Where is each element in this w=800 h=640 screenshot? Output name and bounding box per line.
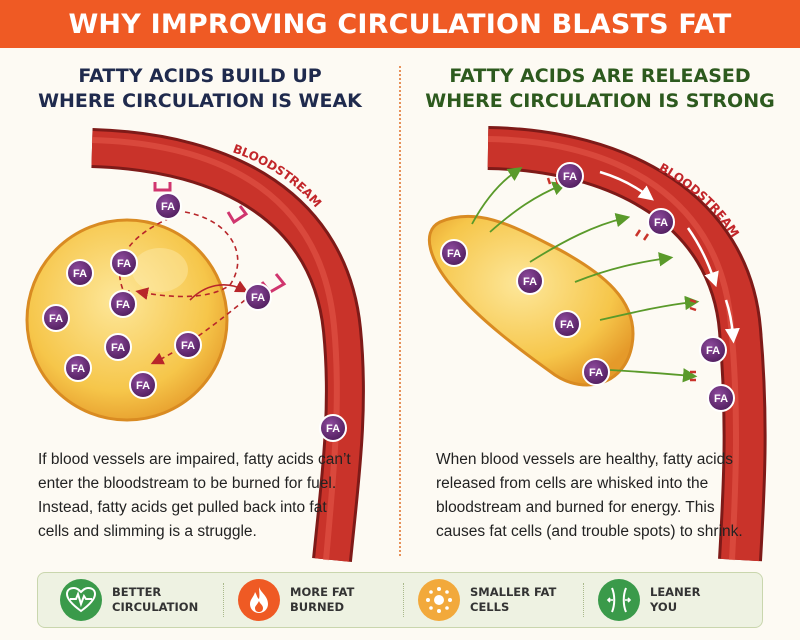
fa-molecule: FA xyxy=(699,336,727,364)
fa-molecule: FA xyxy=(516,267,544,295)
waist-icon xyxy=(598,579,640,621)
fa-molecule: FA xyxy=(109,290,137,318)
left-fa-molecules: FA FA FA FA FA FA FA FA FA FA FA xyxy=(42,192,347,442)
fa-label: FA xyxy=(589,367,603,379)
fa-label: FA xyxy=(117,258,131,270)
left-description: If blood vessels are impaired, fatty aci… xyxy=(38,451,351,540)
benefit-better-circulation: BETTER CIRCULATION xyxy=(60,579,198,621)
fa-molecule: FA xyxy=(110,249,138,277)
fa-label: FA xyxy=(136,380,150,392)
fa-label: FA xyxy=(71,363,85,375)
fa-molecule: FA xyxy=(707,384,735,412)
fa-label: FA xyxy=(326,423,340,435)
left-blood-vessel xyxy=(91,128,365,562)
fa-label: FA xyxy=(714,393,728,405)
benefit-label: SMALLER FAT CELLS xyxy=(470,585,557,614)
fa-label: FA xyxy=(523,276,537,288)
panel-divider xyxy=(399,66,401,556)
page-title: WHY IMPROVING CIRCULATION BLASTS FAT xyxy=(68,8,732,40)
fa-molecule: FA xyxy=(647,208,675,236)
fa-molecule: FA xyxy=(553,310,581,338)
left-solid-arrow xyxy=(189,280,249,301)
fa-label: FA xyxy=(181,340,195,352)
benefit-label: LEANER YOU xyxy=(650,585,701,614)
benefit-separator xyxy=(583,583,584,617)
fa-label: FA xyxy=(560,319,574,331)
benefit-smaller-fat-cells: SMALLER FAT CELLS xyxy=(418,579,556,621)
fa-label: FA xyxy=(563,171,577,183)
right-heading: FATTY ACIDS ARE RELEASED WHERE CIRCULATI… xyxy=(425,65,775,112)
right-description: When blood vessels are healthy, fatty ac… xyxy=(436,451,743,540)
right-release-arrows xyxy=(471,167,700,383)
heartbeat-icon xyxy=(60,579,102,621)
right-fa-molecules: FA FA FA FA FA FA FA FA xyxy=(440,162,735,412)
fa-label: FA xyxy=(654,217,668,229)
fa-molecule: FA xyxy=(556,162,584,190)
fa-molecule: FA xyxy=(64,354,92,382)
fa-molecule: FA xyxy=(104,333,132,361)
benefit-separator xyxy=(403,583,404,617)
benefit-leaner-you: LEANER YOU xyxy=(598,579,700,621)
flame-icon xyxy=(238,579,280,621)
title-banner: WHY IMPROVING CIRCULATION BLASTS FAT xyxy=(0,0,800,48)
fa-label: FA xyxy=(116,299,130,311)
benefit-label: BETTER CIRCULATION xyxy=(112,585,199,614)
fa-molecule: FA xyxy=(582,358,610,386)
benefits-bar: BETTER CIRCULATION MORE FAT BURNED SMALL… xyxy=(37,572,763,628)
fa-molecule: FA xyxy=(440,239,468,267)
benefit-more-fat-burned: MORE FAT BURNED xyxy=(238,579,354,621)
right-flow-arrows xyxy=(599,170,740,344)
fa-label: FA xyxy=(111,342,125,354)
fa-molecule: FA xyxy=(319,414,347,442)
right-fat-cell xyxy=(427,214,635,387)
fa-molecule: FA xyxy=(42,304,70,332)
benefit-separator xyxy=(223,583,224,617)
fa-molecule: FA xyxy=(244,283,272,311)
fa-molecule: FA xyxy=(66,259,94,287)
left-heading: FATTY ACIDS BUILD UP WHERE CIRCULATION I… xyxy=(38,65,362,112)
benefit-label: MORE FAT BURNED xyxy=(290,585,355,614)
fa-molecule: FA xyxy=(154,192,182,220)
fa-label: FA xyxy=(73,268,87,280)
fa-label: FA xyxy=(706,345,720,357)
fat-cell-icon xyxy=(418,579,460,621)
fa-molecule: FA xyxy=(174,331,202,359)
fa-label: FA xyxy=(447,248,461,260)
fa-label: FA xyxy=(251,292,265,304)
fa-label: FA xyxy=(161,201,175,213)
fa-molecule: FA xyxy=(129,371,157,399)
fa-label: FA xyxy=(49,313,63,325)
